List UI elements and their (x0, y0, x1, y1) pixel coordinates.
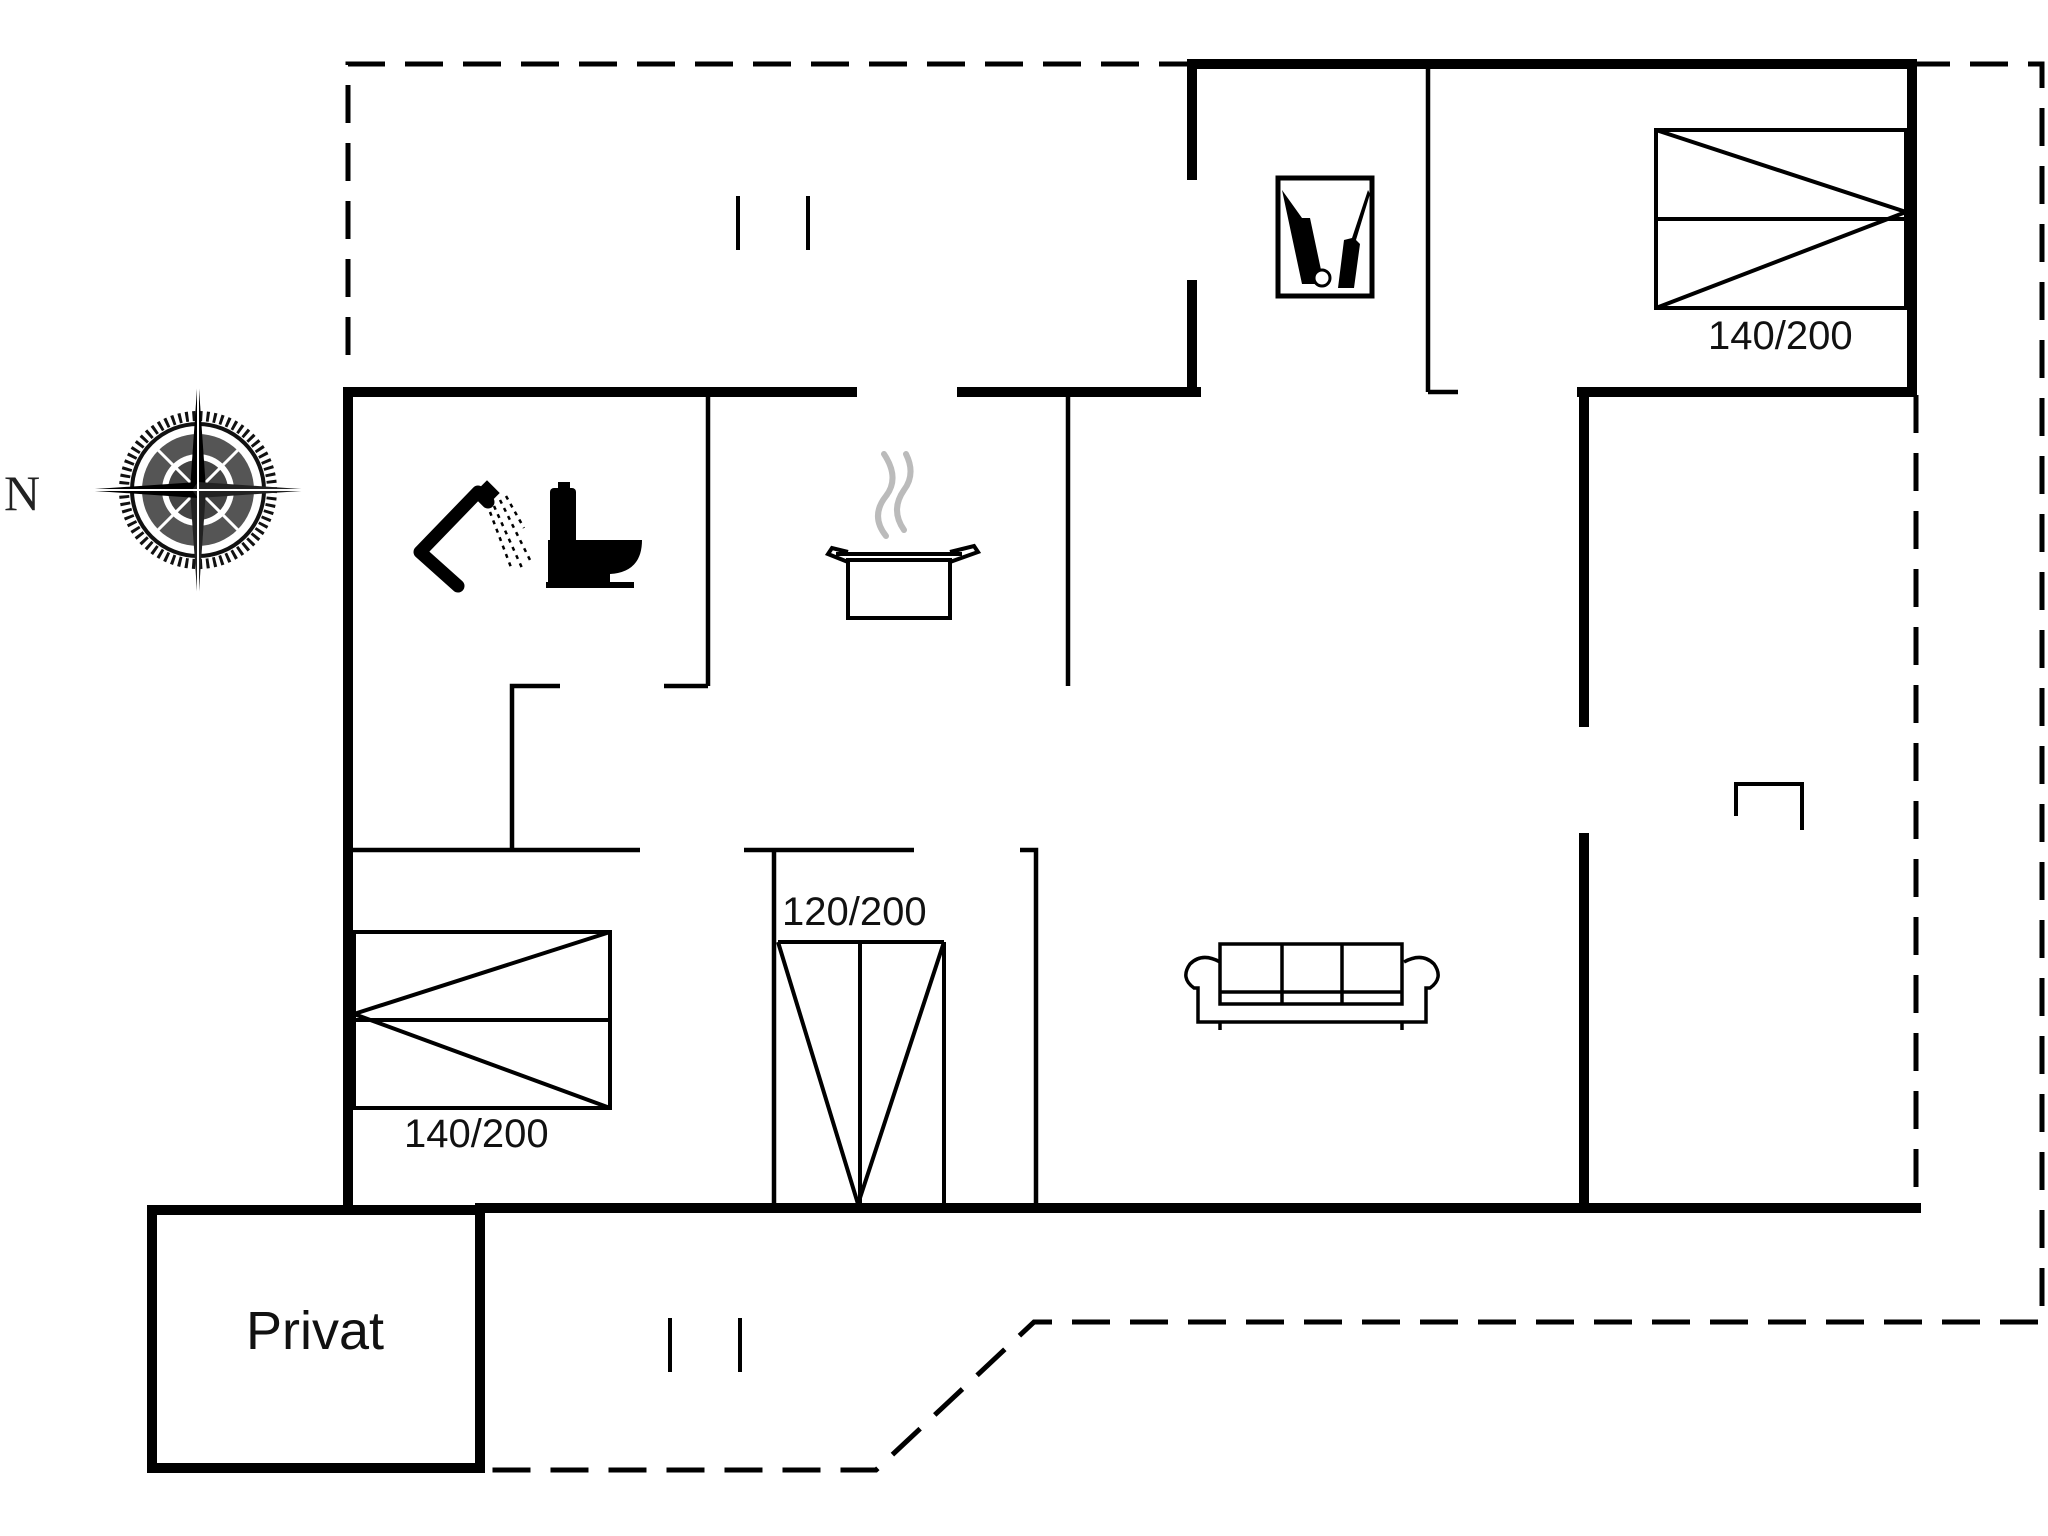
cooking-pot-icon (824, 451, 982, 620)
vacuum-broom-icon (1275, 175, 1375, 299)
interior-walls (352, 68, 1458, 1204)
door-markers (668, 196, 1804, 1372)
private-area-label: Privat (246, 1301, 385, 1361)
bed-mid (776, 940, 946, 1211)
sofa-icon (1184, 942, 1440, 1030)
toilet-icon (546, 482, 642, 588)
bed-size-label-sw: 140/200 (404, 1112, 549, 1156)
shower-icon (413, 480, 532, 593)
bed-ne (1654, 128, 1912, 310)
bed-sw (347, 930, 612, 1110)
terrace-outline (345, 61, 2045, 1473)
bed-size-label-mid: 120/200 (782, 890, 927, 934)
bed-size-label-ne: 140/200 (1708, 314, 1853, 358)
compass-icon (80, 374, 316, 606)
north-label: N (4, 465, 41, 521)
exterior-walls (147, 59, 1921, 1473)
